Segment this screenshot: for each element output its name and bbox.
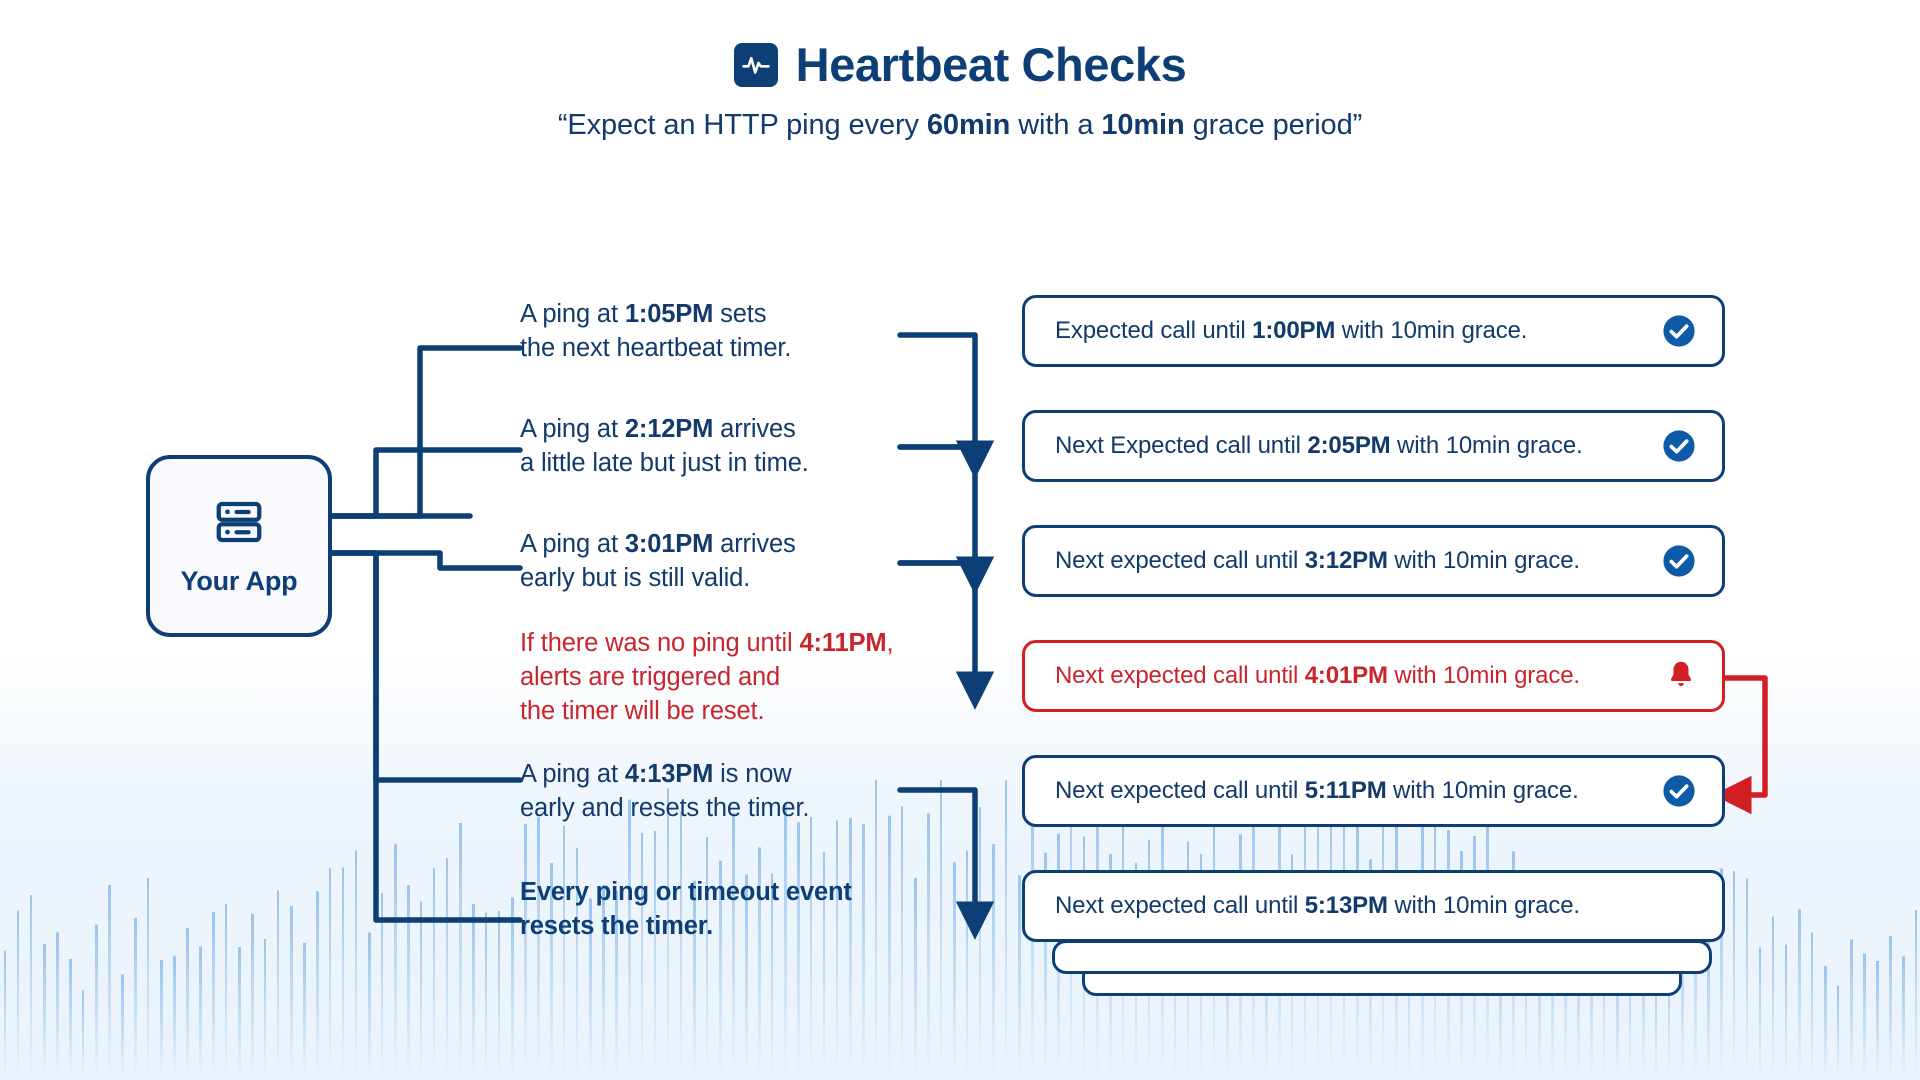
expectation-card-6[interactable]: Next expected call until 5:13PM with 10m… [1022, 870, 1725, 942]
stacked-card-ghost-1 [1052, 940, 1712, 974]
subtitle-interval: 60min [926, 109, 1011, 142]
expectation-card-3[interactable]: Next expected call until 3:12PM with 10m… [1022, 525, 1725, 597]
step-text: Every ping or timeout event resets the t… [520, 878, 852, 940]
step-text: A ping at [520, 760, 625, 788]
card-time: 3:12PM [1304, 547, 1388, 574]
background-wash [0, 650, 1920, 1080]
card-time: 2:05PM [1307, 432, 1391, 459]
step-description-3: A ping at 3:01PM arrives early but is st… [520, 527, 890, 595]
expectation-card-4-alert[interactable]: Next expected call until 4:01PM with 10m… [1022, 640, 1725, 712]
card-time: 5:11PM [1304, 777, 1387, 804]
card-label: with 10min grace. [1387, 547, 1580, 574]
check-circle-icon [1662, 429, 1696, 463]
expectation-card-2[interactable]: Next Expected call until 2:05PM with 10m… [1022, 410, 1725, 482]
page-title: Heartbeat Checks [795, 38, 1187, 91]
step-description-5: A ping at 4:13PM is now early and resets… [520, 757, 890, 825]
step-time: 2:12PM [624, 415, 714, 443]
app-node-label: Your App [180, 566, 298, 596]
server-icon [212, 495, 266, 554]
card-label: Next Expected call until [1055, 432, 1308, 459]
subtitle-suffix: grace period” [1184, 109, 1363, 142]
step-text: , alerts are triggered and the timer wil… [520, 629, 894, 725]
step-description-1: A ping at 1:05PM sets the next heartbeat… [520, 297, 880, 365]
subtitle-prefix: “Expect an HTTP ping every [557, 109, 927, 142]
card-text: Next expected call until 4:01PM with 10m… [1055, 662, 1652, 690]
card-label: with 10min grace. [1335, 317, 1528, 344]
card-label: Next expected call until [1055, 777, 1305, 804]
card-text: Expected call until 1:00PM with 10min gr… [1055, 317, 1648, 345]
expectation-card-5[interactable]: Next expected call until 5:11PM with 10m… [1022, 755, 1725, 827]
app-node[interactable]: Your App [146, 455, 332, 637]
card-time: 4:01PM [1304, 662, 1388, 689]
subtitle-middle: with a [1010, 109, 1102, 142]
title-row: Heartbeat Checks [0, 40, 1920, 89]
card-label: Next expected call until [1055, 547, 1305, 574]
step-time: 4:13PM [624, 760, 714, 788]
card-text: Next Expected call until 2:05PM with 10m… [1055, 432, 1648, 460]
card-text: Next expected call until 5:11PM with 10m… [1055, 777, 1648, 805]
bell-alert-icon [1666, 659, 1696, 693]
card-label: Expected call until [1055, 317, 1253, 344]
card-label: with 10min grace. [1390, 432, 1583, 459]
step-time: 3:01PM [624, 530, 714, 558]
check-circle-icon [1662, 774, 1696, 808]
step-text: arrives a little late but just in time. [520, 415, 809, 477]
subtitle-grace: 10min [1101, 109, 1185, 142]
subtitle: “Expect an HTTP ping every 60min with a … [0, 109, 1920, 142]
card-label: with 10min grace. [1387, 892, 1580, 919]
card-label: Next expected call until [1055, 892, 1305, 919]
step-time: 4:11PM [799, 629, 887, 657]
card-text: Next expected call until 5:13PM with 10m… [1055, 892, 1696, 920]
card-time: 1:00PM [1252, 317, 1336, 344]
step-text: arrives early but is still valid. [520, 530, 796, 592]
card-label: with 10min grace. [1386, 777, 1579, 804]
heartbeat-pulse-icon [733, 42, 778, 87]
step-text: is now early and resets the timer. [520, 760, 810, 822]
expectation-card-1[interactable]: Expected call until 1:00PM with 10min gr… [1022, 295, 1725, 367]
check-circle-icon [1662, 544, 1696, 578]
step-description-4: If there was no ping until 4:11PM, alert… [520, 626, 920, 728]
card-label: with 10min grace. [1387, 662, 1580, 689]
step-text: A ping at [520, 300, 625, 328]
step-description-2: A ping at 2:12PM arrives a little late b… [520, 412, 890, 480]
card-label: Next expected call until [1055, 662, 1305, 689]
step-text: sets the next heartbeat timer. [520, 300, 792, 362]
step-text: A ping at [520, 415, 625, 443]
step-description-6: Every ping or timeout event resets the t… [520, 875, 910, 943]
card-text: Next expected call until 3:12PM with 10m… [1055, 547, 1648, 575]
header: Heartbeat Checks “Expect an HTTP ping ev… [0, 0, 1920, 142]
check-circle-icon [1662, 314, 1696, 348]
card-time: 5:13PM [1304, 892, 1388, 919]
step-text: A ping at [520, 530, 625, 558]
step-time: 1:05PM [624, 300, 714, 328]
step-text: If there was no ping until [520, 629, 800, 657]
